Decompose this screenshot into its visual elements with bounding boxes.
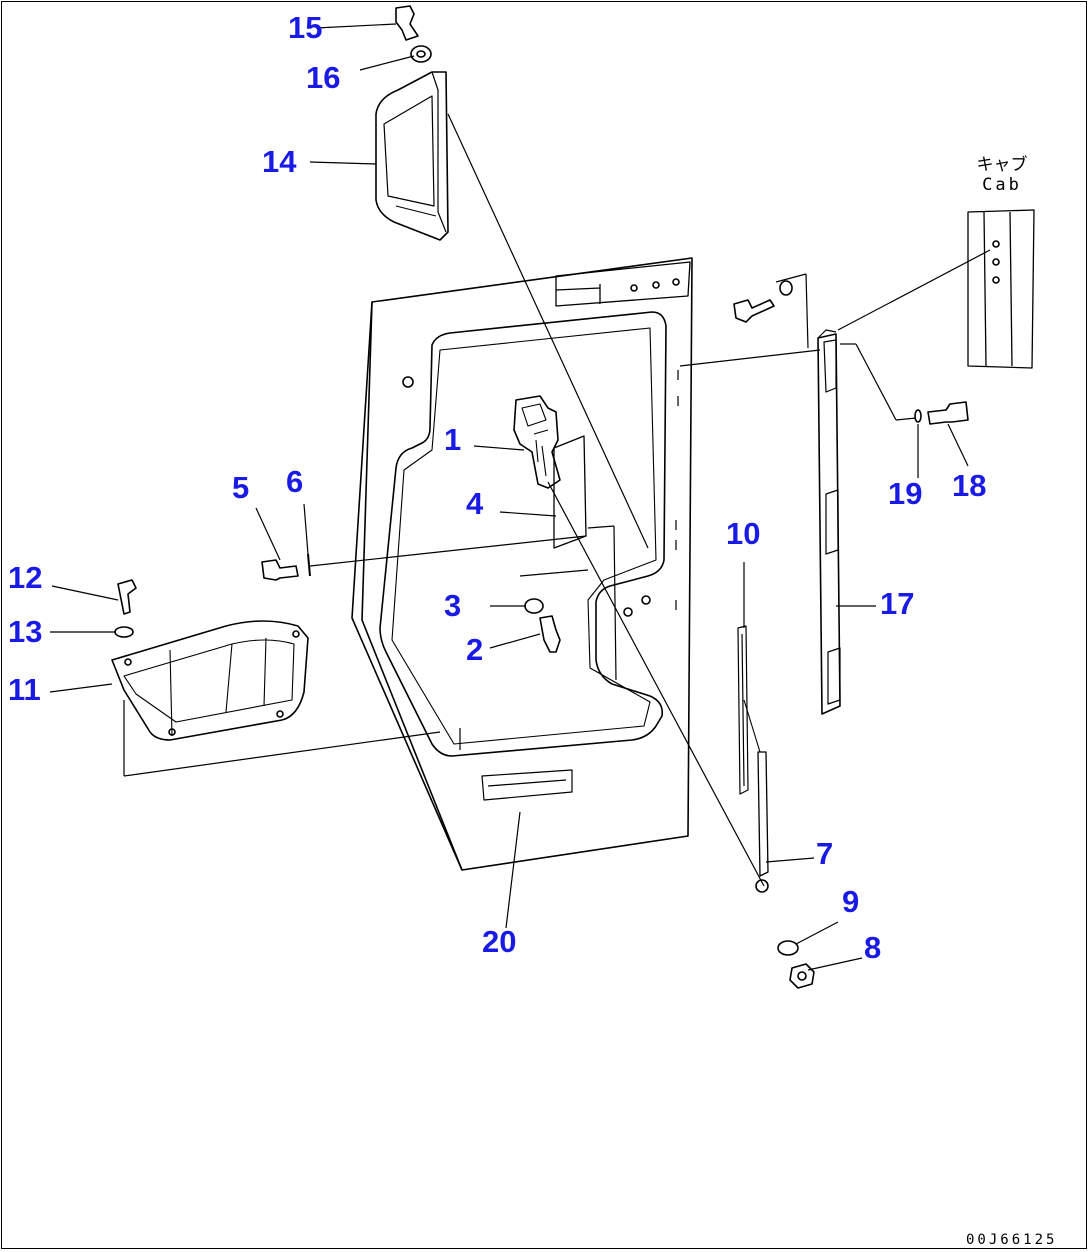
callout-13: 13 <box>8 614 43 649</box>
lower-cover <box>111 620 309 741</box>
callout-14: 14 <box>262 144 297 179</box>
washer-3 <box>524 598 544 614</box>
callout-9: 9 <box>842 884 860 919</box>
washer-13 <box>114 626 134 638</box>
bolt-5 <box>261 559 299 581</box>
nut-8 <box>789 963 815 989</box>
callout-7: 7 <box>816 836 834 871</box>
cab-pillar <box>967 209 1035 369</box>
drawing-code: 00J66125 <box>966 1232 1058 1248</box>
callout-1: 1 <box>444 422 462 457</box>
callout-15: 15 <box>288 10 323 45</box>
cab-note-japanese: キャブ <box>976 155 1028 175</box>
door-panel-side-edge <box>361 301 463 871</box>
callout-11: 11 <box>8 672 41 707</box>
cab-note: キャブ Cab <box>966 155 1038 195</box>
callout-8: 8 <box>864 930 882 965</box>
hinge-rail <box>817 333 841 715</box>
callout-17: 17 <box>880 586 915 621</box>
callout-19: 19 <box>888 476 923 511</box>
callout-10: 10 <box>726 516 761 551</box>
bolt-15 <box>395 5 419 41</box>
washer-9 <box>777 940 799 956</box>
bolt-18 <box>927 401 969 425</box>
callout-3: 3 <box>444 588 462 623</box>
bolt-2 <box>539 615 561 653</box>
callout-6: 6 <box>286 464 304 499</box>
door-window-inner <box>391 327 657 745</box>
window-arm <box>757 751 769 877</box>
callout-18: 18 <box>952 468 987 503</box>
washer-16 <box>410 45 432 63</box>
window-rail <box>737 625 749 795</box>
callout-5: 5 <box>232 470 250 505</box>
pin-6 <box>307 553 311 577</box>
callout-16: 16 <box>306 60 341 95</box>
door-lock <box>513 395 561 489</box>
bolt-upper-hinge <box>733 299 775 323</box>
lock-bracket <box>553 435 587 549</box>
door-handle-recess <box>481 769 573 801</box>
cab-note-english: Cab <box>982 174 1022 195</box>
bolt-12 <box>117 579 137 615</box>
callout-20: 20 <box>482 924 517 959</box>
door-window-opening <box>379 311 667 757</box>
door-top-hinge-plate <box>555 261 691 307</box>
callout-2: 2 <box>466 632 484 667</box>
upper-cover <box>375 71 449 241</box>
washer-19 <box>914 409 922 423</box>
callout-12: 12 <box>8 560 43 595</box>
callout-4: 4 <box>466 486 484 521</box>
door-panel <box>351 257 693 871</box>
